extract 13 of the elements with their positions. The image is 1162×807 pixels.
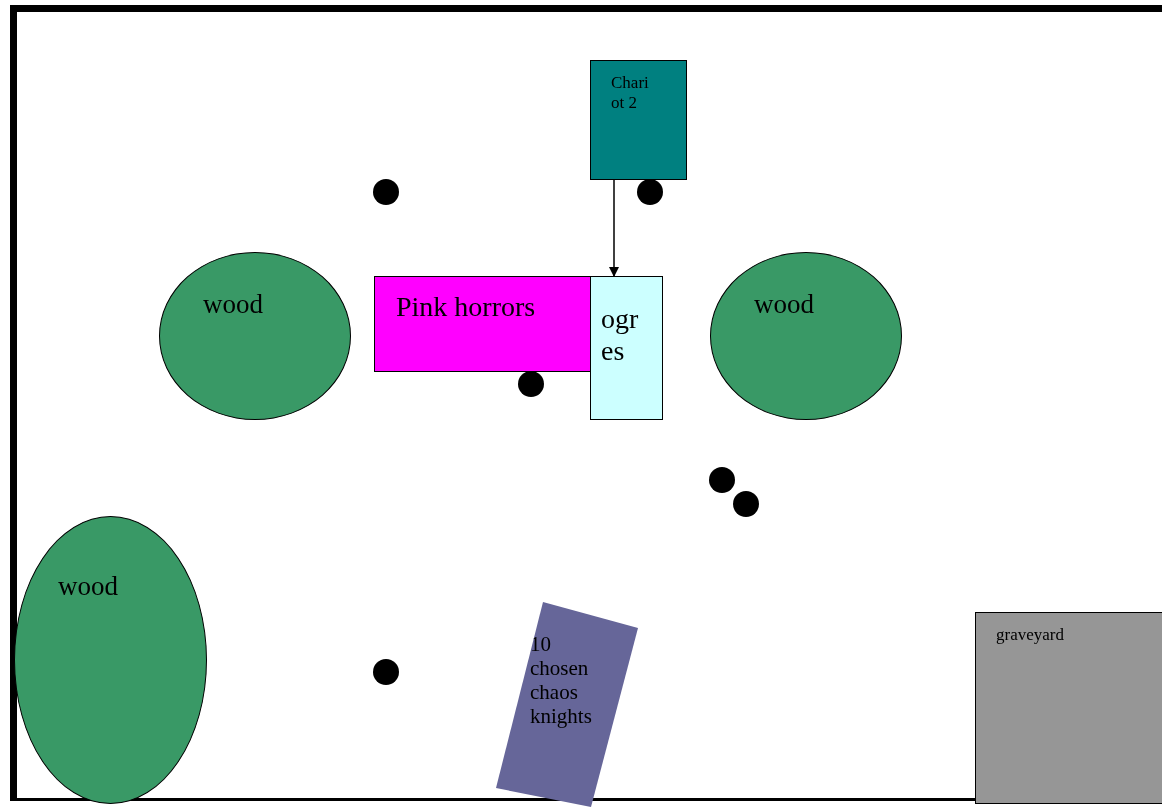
unit-label: ogres	[601, 303, 640, 368]
unit-label: Chariot 2	[611, 73, 650, 113]
terrain-box	[975, 612, 1162, 804]
unit-label: 10 chosen chaos knights	[530, 632, 593, 729]
unit-label: Pink horrors	[396, 291, 537, 324]
arrow	[609, 179, 619, 277]
unit-label: wood	[754, 289, 815, 321]
unit-box	[590, 276, 663, 420]
unit-box	[590, 60, 687, 180]
unit-label: graveyard	[996, 625, 1065, 645]
unit-label: wood	[58, 571, 119, 603]
unit-label: wood	[203, 289, 264, 321]
unit-box	[374, 276, 591, 372]
